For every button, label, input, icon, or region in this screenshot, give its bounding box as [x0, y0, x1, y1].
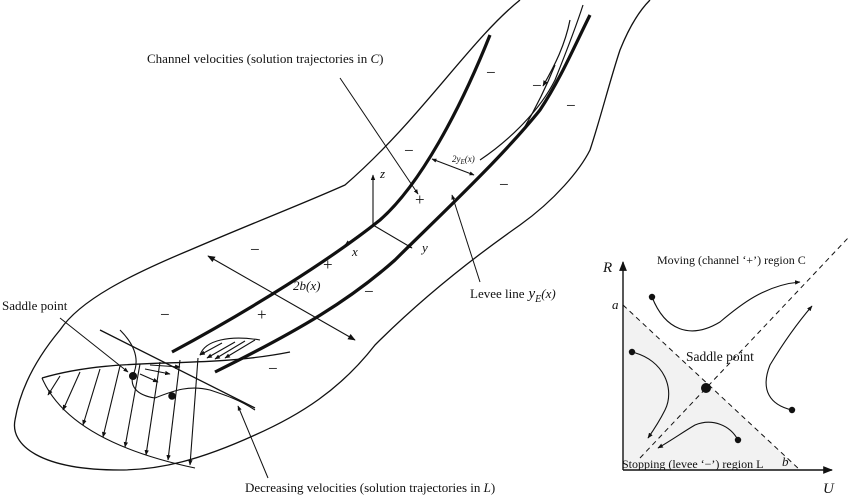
callout-leaders [59, 77, 481, 479]
coordinate-axes [344, 174, 413, 249]
sign-minus-3: − [566, 96, 576, 115]
phase-r-label: R [602, 260, 612, 276]
trajectory-start-2 [628, 348, 636, 356]
flow-body [13, 0, 651, 471]
trajectory-start-1 [648, 293, 656, 301]
trajectory-upper-left [651, 280, 801, 332]
levee-width-label: 2yE(x) [452, 154, 475, 166]
front-velocity-profile [41, 357, 199, 469]
channel-velocities-leader [339, 77, 419, 195]
phase-b-label: b [782, 454, 789, 469]
phase-saddle-label: Saddle point [686, 349, 754, 364]
width-2b-label: 2b(x) [293, 278, 320, 293]
sign-minus-4: − [404, 141, 414, 160]
phase-portrait: R U a b Moving (channel ‘+’) region C Sa… [602, 237, 849, 497]
x-axis-arrow [344, 224, 374, 246]
levee-width-arrow [431, 158, 475, 176]
saddle-secondary-dot [168, 392, 176, 400]
flow-front-arc [41, 351, 291, 379]
saddle-point-label-left: Saddle point [2, 298, 68, 313]
trajectory-right [765, 305, 813, 411]
trajectory-bottom [657, 421, 739, 449]
sign-minus-9: − [268, 359, 278, 378]
sign-minus-5: − [499, 175, 509, 194]
decreasing-velocities-label: Decreasing velocities (solution trajecto… [245, 480, 495, 495]
saddle-point-dot [128, 371, 138, 381]
trajectory-start-3 [788, 406, 796, 414]
trajectory-start-4 [734, 436, 742, 444]
sign-plus-1: + [415, 190, 425, 209]
levee-inner-thin [519, 64, 556, 136]
phase-a-label: a [612, 297, 619, 312]
width-2b-arrow [207, 255, 356, 341]
sign-minus-7: − [364, 282, 374, 301]
flow-outer-lower-boundary [119, 0, 651, 471]
sign-plus-2: + [323, 255, 333, 274]
channel-velocities-label: Channel velocities (solution trajectorie… [147, 51, 384, 66]
sign-plus-3: + [257, 305, 267, 324]
x-axis-label: x [351, 244, 358, 259]
saddle-trajectory-lower [154, 387, 256, 411]
separatrix-ab [622, 304, 801, 471]
sign-minus-6: − [250, 240, 260, 259]
stopping-region-label: Stopping (levee ‘−’) region L [622, 457, 763, 471]
region-signs: + + + − − − − − − − − − [160, 63, 576, 378]
moving-region-label: Moving (channel ‘+’) region C [657, 253, 806, 267]
flow-outer-upper-boundary [13, 0, 521, 471]
channel-curved-arrow [542, 19, 571, 87]
separatrix-diagonal [639, 237, 849, 459]
levee-line-leader [451, 194, 481, 283]
channel-velocity-profile [199, 337, 261, 360]
levee-right-thin [479, 4, 584, 161]
sign-minus-2: − [532, 76, 542, 95]
decreasing-leader [237, 405, 269, 479]
saddle-left-leader [59, 317, 129, 373]
saddle-region-trajectories [119, 329, 256, 411]
trajectory-left [631, 351, 670, 439]
sign-minus-1: − [486, 63, 496, 82]
y-axis-label: y [420, 240, 428, 255]
flow-cross-section-line [99, 329, 256, 409]
phase-trajectories [631, 280, 813, 449]
sign-minus-8: − [160, 305, 170, 324]
y-axis-arrow [372, 224, 413, 249]
z-axis-label: z [379, 166, 385, 181]
phase-saddle-dot [701, 383, 711, 393]
phase-u-label: U [823, 481, 835, 497]
